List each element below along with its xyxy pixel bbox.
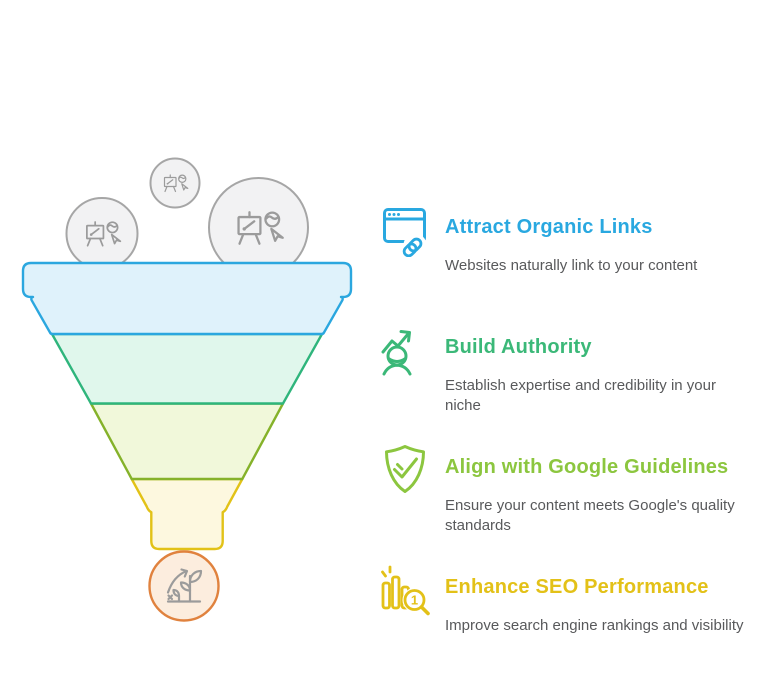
benefit-title: Align with Google Guidelines [445, 456, 729, 478]
benefit-item-attract-organic-links: Attract Organic Links Websites naturally… [378, 200, 758, 276]
seo-ranking-icon: 1 [378, 563, 432, 617]
benefit-description: Websites naturally link to your content [445, 257, 698, 274]
benefit-title: Attract Organic Links [445, 216, 653, 238]
benefit-title: Build Authority [445, 336, 592, 358]
shield-check-icon [378, 443, 432, 497]
benefit-item-enhance-seo-performance: 1 Enhance SEO Performance Improve search… [378, 560, 758, 636]
funnel-stage-4 [130, 477, 244, 551]
input-bubble [65, 197, 139, 270]
growth-plant-icon [166, 568, 203, 603]
funnel-outlet-circle [148, 550, 220, 622]
benefit-description: Improve search engine rankings and visib… [445, 617, 744, 634]
funnel-stage-2 [50, 332, 324, 405]
benefit-description: Establish expertise and credibility in y… [445, 377, 716, 414]
rank-one-badge: 1 [411, 593, 418, 608]
person-growth-icon [378, 323, 432, 377]
funnel-stage-3 [89, 402, 285, 481]
funnel-input-bubbles [65, 157, 309, 278]
benefit-description: Ensure your content meets Google's quali… [445, 497, 735, 534]
benefit-item-build-authority: Build Authority Establish expertise and … [378, 320, 758, 416]
benefit-title: Enhance SEO Performance [445, 576, 709, 598]
benefit-item-align-google-guidelines: Align with Google Guidelines Ensure your… [378, 440, 758, 536]
funnel-stage-1 [21, 261, 353, 336]
input-bubble [149, 157, 201, 209]
browser-link-icon [378, 203, 432, 258]
